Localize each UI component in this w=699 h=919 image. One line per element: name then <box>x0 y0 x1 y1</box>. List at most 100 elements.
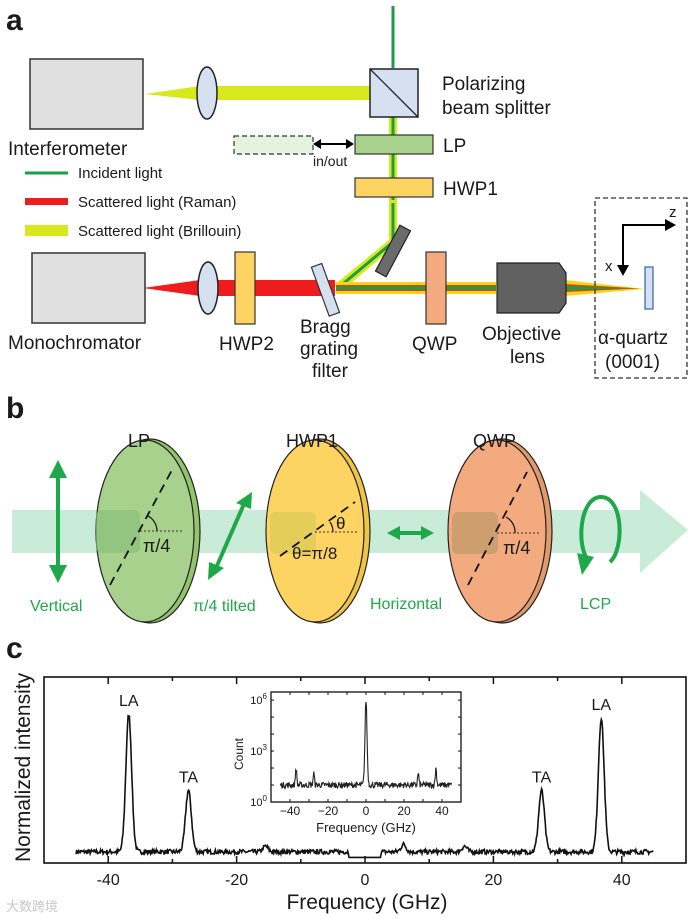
panel-label-a: a <box>6 4 23 37</box>
bragg-label-line2: grating <box>300 339 358 360</box>
qwp-beam-overlap <box>452 512 498 554</box>
qwp-disk-label: QWP <box>473 431 516 451</box>
tilted-polarization-arrow <box>214 503 246 569</box>
inset-y-tick-label: 103 <box>250 743 267 758</box>
hwp1-beam-overlap <box>270 512 316 554</box>
panel-label-b: b <box>6 392 24 425</box>
tilted-arrowhead-up <box>236 492 252 509</box>
in-out-arrowhead-right <box>346 139 354 149</box>
hwp1-plate <box>354 177 434 198</box>
hwp1-disk-label: HWP1 <box>286 431 338 451</box>
panel-label-c: c <box>6 632 23 665</box>
hwp1-label: HWP1 <box>443 179 498 200</box>
lp-out-position <box>233 135 314 155</box>
lp-label: LP <box>443 136 466 157</box>
monochromator-label: Monochromator <box>8 333 142 354</box>
bragg-label-line1: Bragg <box>300 317 351 338</box>
peak-annotation: TA <box>179 769 199 786</box>
objective-label-line2: lens <box>510 347 545 368</box>
peak-annotation: LA <box>119 693 139 710</box>
axis-z-label: z <box>669 204 677 221</box>
in-out-arrowhead-left <box>313 139 321 149</box>
main-x-axis-label: Frequency (GHz) <box>286 891 447 914</box>
mirror <box>374 224 412 278</box>
polarization-vertical-label: Vertical <box>30 598 82 615</box>
peak-annotation: LA <box>591 697 611 714</box>
monochromator-box <box>31 252 146 324</box>
inset-x-tick-label: 20 <box>397 804 411 818</box>
z-arrowhead <box>665 219 676 231</box>
bragg-grating-filter <box>310 262 341 317</box>
legend-label-brillouin: Scattered light (Brillouin) <box>78 223 241 240</box>
interferometer-label: Interferometer <box>8 139 128 160</box>
hwp1-axis-line <box>279 501 356 557</box>
qwp-angle-arc <box>505 516 516 534</box>
sample-label-line1: α-quartz <box>598 328 668 349</box>
axis-x-label: x <box>605 258 613 275</box>
lp-angle-arc <box>147 515 158 532</box>
pbs-label-line2: beam splitter <box>442 98 551 119</box>
lp-axis-line <box>109 469 173 586</box>
inset-x-axis-label: Frequency (GHz) <box>316 820 416 835</box>
inset-x-tick-label: −20 <box>318 804 339 818</box>
pbs-diagonal <box>369 68 419 118</box>
legend-label-incident: Incident light <box>78 165 163 182</box>
x-arrowhead <box>617 265 629 276</box>
legend-swatch-brillouin <box>25 225 68 236</box>
inset-x-tick-label: 40 <box>435 804 449 818</box>
lp-angle-label: π/4 <box>143 536 170 556</box>
watermark: 大数跨境 <box>6 900 59 915</box>
hwp1-theta-label: θ <box>336 514 345 533</box>
inset-y-tick-label: 106 <box>250 692 267 707</box>
main-spectrum-line <box>75 714 654 859</box>
tilted-arrowhead-down <box>208 562 224 580</box>
qwp-angle-label: π/4 <box>503 538 530 558</box>
main-y-axis-label: Normalized intensity <box>12 672 35 862</box>
brillouin-beam-interferometer <box>145 86 372 100</box>
focus-cone-incident <box>565 286 630 290</box>
main-x-tick-label: 0 <box>361 872 370 889</box>
hwp2-label: HWP2 <box>219 334 274 355</box>
qwp-axis-line <box>467 471 528 586</box>
main-x-tick-label: 40 <box>613 872 631 889</box>
legend-label-raman: Scattered light (Raman) <box>78 194 236 211</box>
lp-beam-overlap <box>96 510 140 553</box>
qwp-plate <box>425 251 447 325</box>
bragg-label-line3: filter <box>312 361 349 382</box>
lp-disk-label: LP <box>128 431 150 451</box>
inset-y-tick-label: 100 <box>250 794 267 809</box>
in-out-label: in/out <box>313 153 347 169</box>
legend-swatch-raman <box>25 198 68 205</box>
vertical-arrowhead-down <box>49 565 67 583</box>
hwp2-plate <box>234 251 256 325</box>
horizontal-arrowhead-right <box>421 526 434 540</box>
lcp-arrowhead <box>577 553 594 575</box>
horizontal-arrowhead-left <box>387 526 400 540</box>
pbs-label-line1: Polarizing <box>442 74 525 95</box>
inset-y-axis-label: Count <box>232 737 246 770</box>
polarization-horizontal-label: Horizontal <box>370 596 442 613</box>
main-x-tick-label: 20 <box>485 872 503 889</box>
qwp-label: QWP <box>412 334 457 355</box>
lens-interferometer <box>196 66 218 120</box>
objective-lens <box>496 262 567 314</box>
inset-spectrum-line <box>279 702 453 790</box>
main-x-tick-label: -40 <box>97 872 120 889</box>
lens-monochromator <box>197 261 219 315</box>
objective-label-line1: Objective <box>482 324 561 345</box>
sample-label-line2: (0001) <box>605 352 660 373</box>
hwp1-angle-arc <box>329 521 334 533</box>
inset-x-tick-label: 0 <box>363 804 370 818</box>
alpha-quartz-sample <box>644 266 654 310</box>
main-x-tick-label: -20 <box>225 872 248 889</box>
brillouin-beam-diagonal <box>333 200 397 290</box>
inset-x-tick-label: −40 <box>280 804 301 818</box>
polarization-tilted-label: π/4 tilted <box>193 598 256 615</box>
lp-plate <box>354 134 434 155</box>
vertical-arrowhead-up <box>49 460 67 478</box>
polarization-lcp-label: LCP <box>580 596 611 613</box>
hwp1-angle-label: θ=π/8 <box>292 544 337 563</box>
coordinate-axes <box>622 224 668 270</box>
peak-annotation: TA <box>532 769 552 786</box>
